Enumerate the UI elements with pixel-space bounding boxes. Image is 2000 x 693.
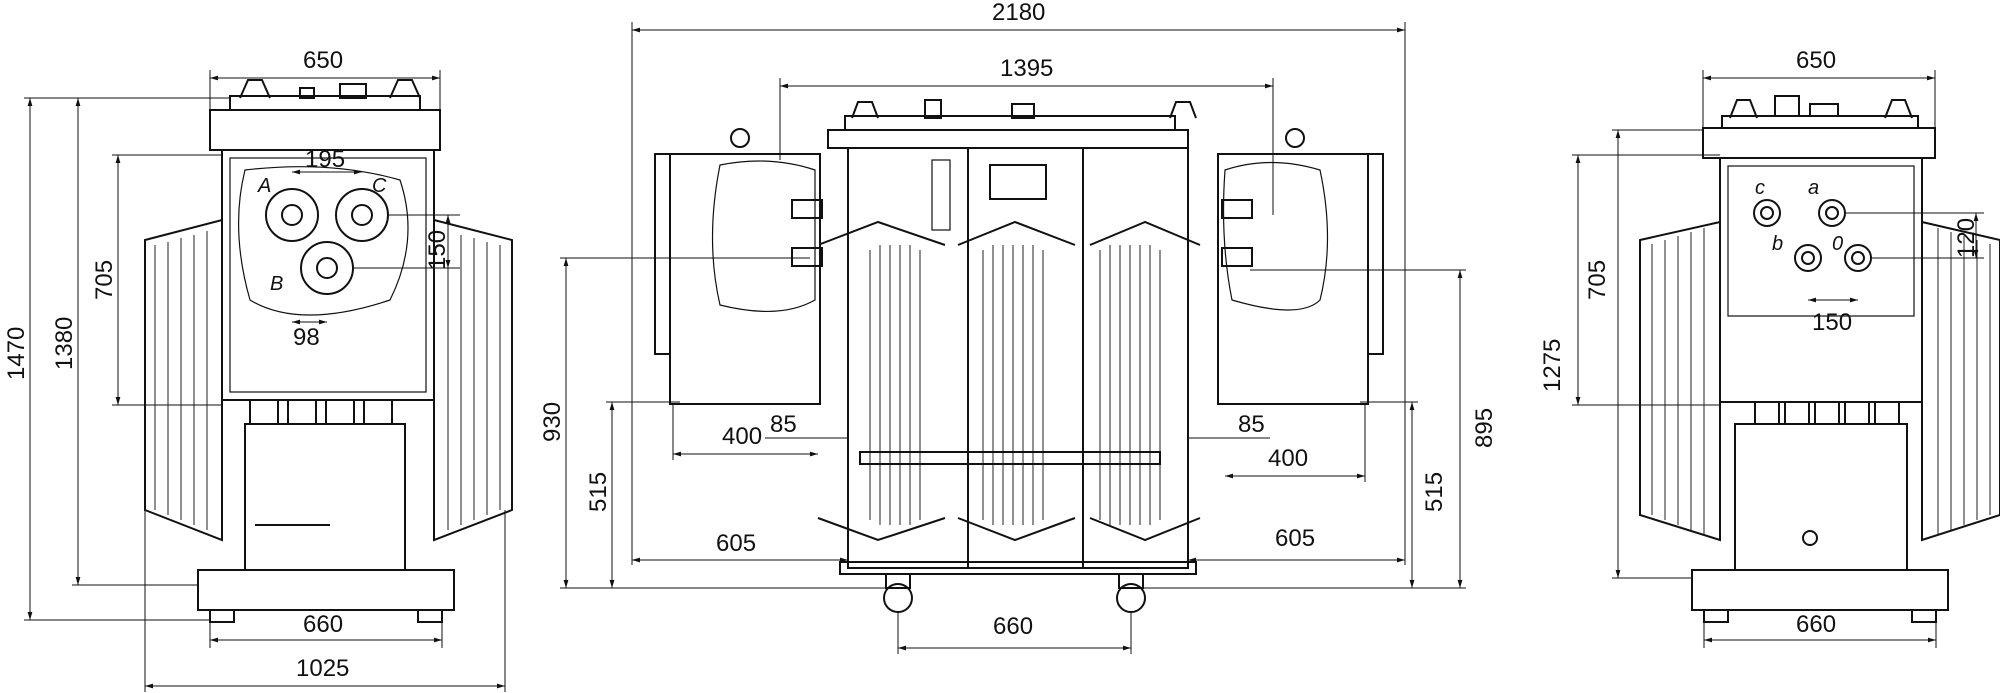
dim-left-150: 150 [424, 230, 451, 270]
dim-front-85-left: 85 [770, 411, 797, 438]
bushing-label-b-small: b [1772, 233, 1783, 255]
dim-right-705: 705 [1584, 260, 1611, 300]
dim-front-2180: 2180 [992, 0, 1045, 26]
bushing-label-b: B [270, 273, 283, 295]
dim-right-1275: 1275 [1539, 339, 1566, 392]
dim-front-400-right: 400 [1268, 445, 1308, 472]
dim-front-660: 660 [993, 613, 1033, 640]
dim-front-605-right: 605 [1275, 525, 1315, 552]
left-side-view: A C B 650 1470 1380 [3, 47, 513, 692]
dim-left-98: 98 [293, 324, 320, 351]
dim-left-650: 650 [303, 47, 343, 74]
dim-right-650: 650 [1796, 47, 1836, 74]
bushing-label-a: A [257, 175, 271, 197]
dim-front-85-right: 85 [1238, 411, 1265, 438]
dim-front-895: 895 [1471, 408, 1498, 448]
dim-right-660: 660 [1796, 611, 1836, 638]
dim-front-515-right: 515 [1421, 472, 1448, 512]
dim-left-705: 705 [91, 260, 118, 300]
dim-left-195: 195 [305, 146, 345, 173]
front-view: 2180 1395 85 85 400 400 930 895 515 515 … [539, 0, 1498, 654]
bushing-label-c-small: c [1755, 177, 1765, 199]
dim-front-400-left: 400 [722, 423, 762, 450]
bushing-label-0: 0 [1832, 233, 1843, 255]
right-side-view: c a b 0 650 705 1275 [1539, 47, 2000, 648]
dim-left-1470: 1470 [3, 327, 30, 380]
dim-left-1025: 1025 [296, 655, 349, 682]
dim-front-515-left: 515 [585, 472, 612, 512]
dim-front-1395: 1395 [1000, 55, 1053, 82]
dim-front-930: 930 [539, 402, 566, 442]
dim-right-150: 150 [1812, 309, 1852, 336]
bushing-label-a-small: a [1808, 177, 1819, 199]
dim-front-605-left: 605 [716, 530, 756, 557]
dim-left-1380: 1380 [51, 317, 78, 370]
bushing-label-c: C [372, 175, 387, 197]
dim-right-120: 120 [1953, 218, 1980, 258]
dim-left-660: 660 [303, 611, 343, 638]
